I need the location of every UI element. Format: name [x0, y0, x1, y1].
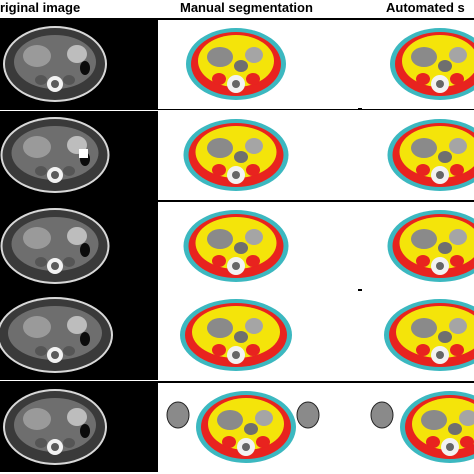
ct-original-image [0, 111, 158, 200]
ct-slice-graphic [0, 202, 158, 291]
column-header-original: riginal image [0, 0, 81, 15]
ct-slice-graphic [0, 111, 158, 200]
manual-segmentation-image [158, 291, 358, 380]
ct-original-image [0, 202, 158, 291]
ct-slice-graphic [158, 111, 358, 200]
ct-slice-graphic [158, 20, 358, 109]
ct-slice-graphic [158, 291, 358, 380]
ct-row [0, 383, 474, 472]
manual-segmentation-image [158, 111, 358, 200]
automated-segmentation-image [362, 202, 474, 291]
ct-slice-graphic [362, 383, 474, 472]
ct-row [0, 202, 474, 291]
ct-slice-graphic [0, 383, 158, 472]
ct-slice-graphic [0, 20, 158, 109]
automated-segmentation-image [362, 20, 474, 109]
automated-segmentation-image [362, 291, 474, 380]
ct-row [0, 20, 474, 109]
row-divider [0, 108, 474, 110]
column-header-automated: Automated s [386, 0, 465, 15]
ct-original-image [0, 383, 158, 472]
ct-original-image [0, 291, 158, 380]
ct-slice-graphic [0, 291, 158, 380]
ct-row [0, 111, 474, 200]
ct-slice-graphic [362, 20, 474, 109]
column-header-manual: Manual segmentation [180, 0, 313, 15]
ct-slice-graphic [362, 111, 474, 200]
header-divider [0, 18, 474, 20]
manual-segmentation-image [158, 202, 358, 291]
ct-row [0, 291, 474, 380]
ct-slice-graphic [362, 202, 474, 291]
row-divider [0, 200, 474, 202]
automated-segmentation-image [362, 383, 474, 472]
row-divider [0, 381, 474, 383]
automated-segmentation-image [362, 111, 474, 200]
manual-segmentation-image [158, 383, 358, 472]
ct-slice-graphic [362, 291, 474, 380]
manual-segmentation-image [158, 20, 358, 109]
ct-original-image [0, 20, 158, 109]
ct-slice-graphic [158, 202, 358, 291]
ct-slice-graphic [158, 383, 358, 472]
